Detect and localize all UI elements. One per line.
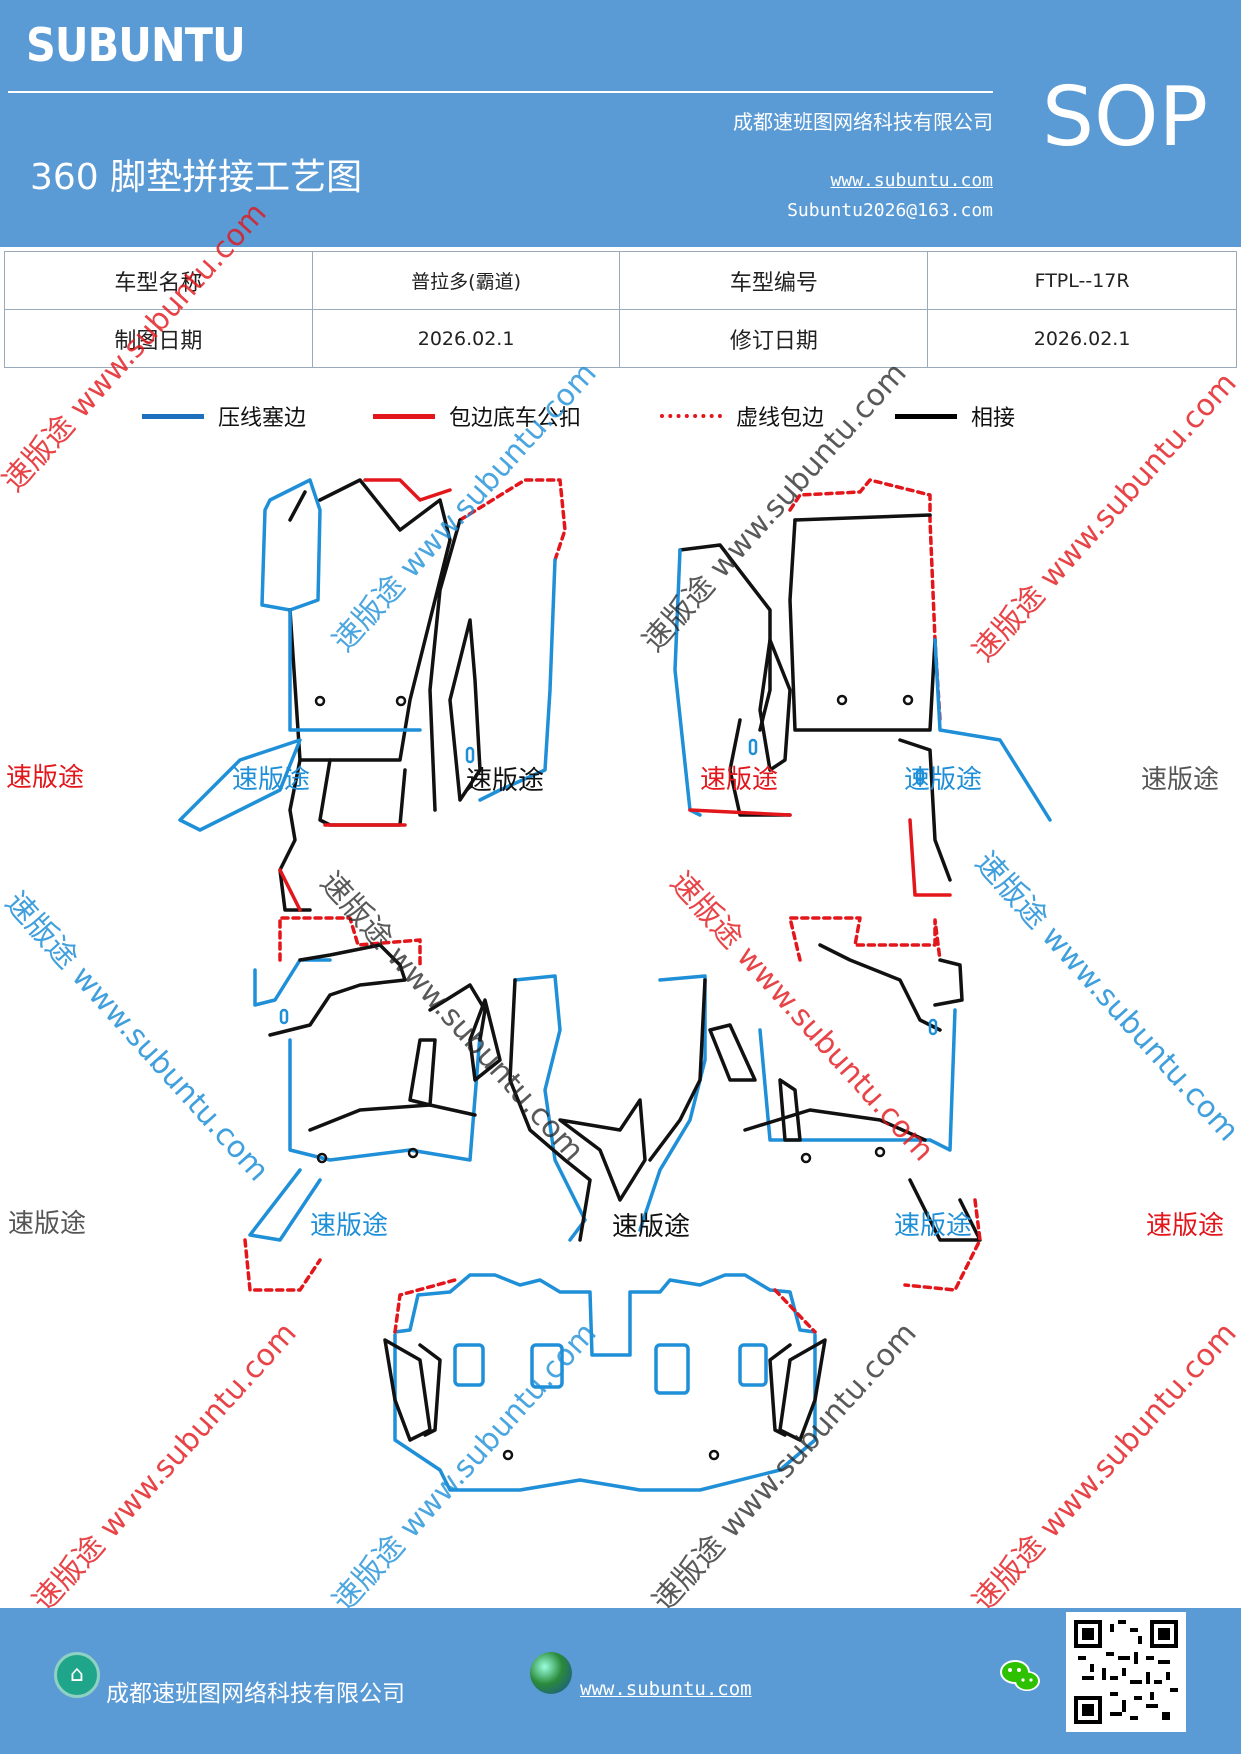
legend-item-dashed-wrap: 虚线包边 xyxy=(660,400,824,432)
legend-item-pressline: 压线塞边 xyxy=(142,400,306,432)
header-website-link[interactable]: www.subuntu.com xyxy=(830,170,993,191)
draw-date-value: 2026.02.1 xyxy=(311,309,621,368)
footer-banner: ⌂ 成都速班图网络科技有限公司 www.subuntu.com xyxy=(0,1608,1241,1754)
mat-center-tunnel xyxy=(468,974,757,1242)
floor-mat-diagram xyxy=(178,478,1052,1492)
watermark-label: 速版途 xyxy=(700,765,779,795)
mat-front-right xyxy=(673,478,1052,897)
page-title: 360 脚垫拼接工艺图 xyxy=(30,157,363,198)
mat-rear-right xyxy=(743,916,982,1292)
header-divider xyxy=(8,91,993,93)
legend-item-wrap-clip: 包边底车公扣 xyxy=(373,400,581,432)
watermark-label: 速版途 xyxy=(6,763,85,793)
vehicle-info-table: 车型名称 普拉多(霸道) 车型编号 FTPL--17R 制图日期 2026.02… xyxy=(4,251,1237,368)
watermark-label: 速版途 xyxy=(310,1211,389,1241)
legend-label: 相接 xyxy=(971,406,1016,431)
legend-swatch-red xyxy=(373,413,435,419)
legend-label: 压线塞边 xyxy=(218,406,307,431)
mat-rear-bench xyxy=(383,1273,827,1492)
sop-badge: SOP xyxy=(1042,70,1209,165)
header-banner: SUBUNTU 360 脚垫拼接工艺图 成都速班图网络科技有限公司 www.su… xyxy=(0,0,1241,247)
mat-front-left xyxy=(178,478,567,912)
brand-logo-text: SUBUNTU xyxy=(26,18,246,72)
header-company-name: 成都速班图网络科技有限公司 xyxy=(733,110,993,134)
model-name-value: 普拉多(霸道) xyxy=(311,251,621,310)
table-row: 制图日期 2026.02.1 修订日期 2026.02.1 xyxy=(4,309,1237,368)
legend-swatch-red-dashed xyxy=(660,414,722,418)
watermark-label: 速版途 xyxy=(1141,765,1220,795)
line-legend: 压线塞边 包边底车公扣 虚线包边 相接 xyxy=(0,400,1241,440)
model-code-label: 车型编号 xyxy=(619,251,929,310)
draw-date-label: 制图日期 xyxy=(4,309,313,368)
wechat-icon xyxy=(1000,1660,1040,1691)
revise-date-value: 2026.02.1 xyxy=(927,309,1237,368)
watermark-label: 速版途 xyxy=(894,1211,973,1241)
watermark-label: 速版途 xyxy=(904,765,983,795)
legend-swatch-black xyxy=(895,413,957,419)
watermark-label: 速版途 xyxy=(8,1209,87,1239)
qr-code-pattern xyxy=(1074,1620,1178,1724)
legend-label: 虚线包边 xyxy=(736,406,825,431)
watermark-label: 速版途 xyxy=(232,765,311,795)
table-row: 车型名称 普拉多(霸道) 车型编号 FTPL--17R xyxy=(4,251,1237,310)
mat-rear-left xyxy=(243,916,487,1292)
footer-website-link[interactable]: www.subuntu.com xyxy=(580,1678,752,1700)
watermark-label: 速版途 xyxy=(466,766,545,796)
qr-code[interactable] xyxy=(1066,1612,1186,1732)
model-name-label: 车型名称 xyxy=(4,251,313,310)
company-icon: ⌂ xyxy=(54,1652,100,1698)
watermark-label: 速版途 xyxy=(1146,1211,1225,1241)
legend-item-joint: 相接 xyxy=(895,400,1015,432)
model-code-value: FTPL--17R xyxy=(927,251,1237,310)
watermark-label: 速版途 xyxy=(612,1212,691,1242)
legend-swatch-blue xyxy=(142,413,204,419)
revise-date-label: 修订日期 xyxy=(619,309,929,368)
footer-company-name: 成都速班图网络科技有限公司 xyxy=(106,1681,405,1707)
legend-label: 包边底车公扣 xyxy=(449,406,582,431)
globe-icon xyxy=(530,1652,572,1694)
header-email: Subuntu2026@163.com xyxy=(787,200,993,221)
